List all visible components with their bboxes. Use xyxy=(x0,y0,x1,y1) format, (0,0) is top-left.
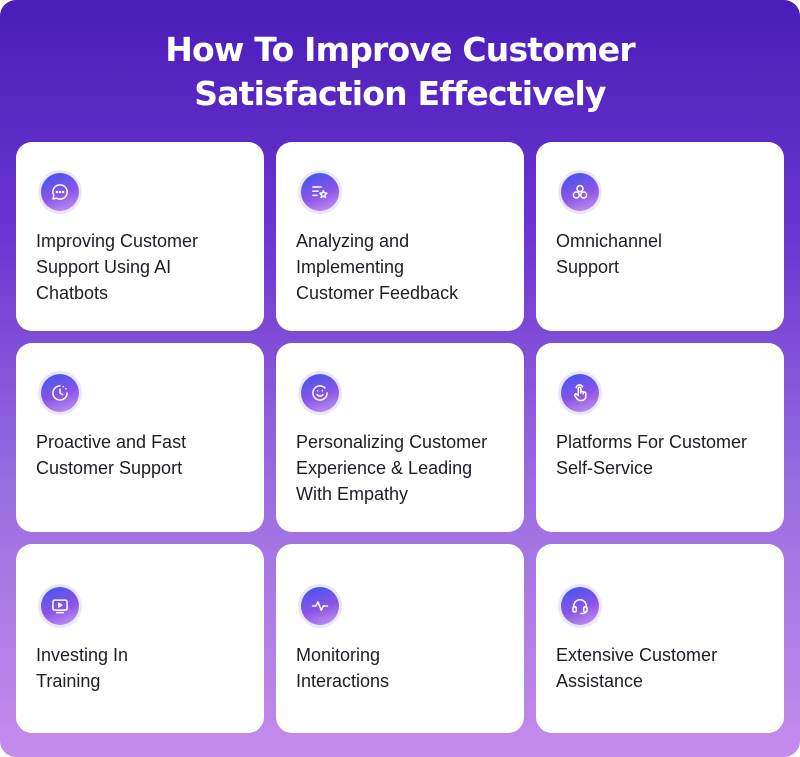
card-label: Analyzing and Implementing Customer Feed… xyxy=(296,231,459,303)
card-ai-chatbots: Improving Customer Support Using AI Chat… xyxy=(16,142,264,331)
headset-icon xyxy=(561,587,599,625)
icon-badge xyxy=(558,170,602,214)
card-label: Omnichannel Support xyxy=(556,231,663,277)
smile-face-icon xyxy=(301,374,339,412)
card-customer-feedback: Analyzing and Implementing Customer Feed… xyxy=(276,142,524,331)
card-personalizing-experience: Personalizing Customer Experience & Lead… xyxy=(276,343,524,532)
icon-badge xyxy=(298,584,342,628)
icon-badge xyxy=(558,371,602,415)
pulse-icon xyxy=(301,587,339,625)
card-investing-training: Investing In Training xyxy=(16,544,264,733)
three-circles-icon xyxy=(561,173,599,211)
page-title: How To Improve Customer Satisfaction Eff… xyxy=(165,30,635,113)
card-label: Improving Customer Support Using AI Chat… xyxy=(36,231,199,303)
cards-grid: Improving Customer Support Using AI Chat… xyxy=(16,142,784,733)
icon-badge xyxy=(38,170,82,214)
card-extensive-assistance: Extensive Customer Assistance xyxy=(536,544,784,733)
icon-badge xyxy=(298,170,342,214)
card-proactive-support: Proactive and Fast Customer Support xyxy=(16,343,264,532)
icon-badge xyxy=(38,584,82,628)
icon-badge xyxy=(558,584,602,628)
card-label: Proactive and Fast Customer Support xyxy=(36,432,187,478)
card-label: Monitoring Interactions xyxy=(296,645,390,691)
card-monitoring-interactions: Monitoring Interactions xyxy=(276,544,524,733)
card-omnichannel: Omnichannel Support xyxy=(536,142,784,331)
card-self-service: Platforms For Customer Self-Service xyxy=(536,343,784,532)
video-play-icon xyxy=(41,587,79,625)
card-label: Investing In Training xyxy=(36,645,129,691)
card-label: Personalizing Customer Experience & Lead… xyxy=(296,432,488,504)
icon-badge xyxy=(38,371,82,415)
card-label: Extensive Customer Assistance xyxy=(556,645,718,691)
chat-bubble-icon xyxy=(41,173,79,211)
icon-badge xyxy=(298,371,342,415)
hand-pointer-icon xyxy=(561,374,599,412)
clock-fast-icon xyxy=(41,374,79,412)
list-star-icon xyxy=(301,173,339,211)
card-label: Platforms For Customer Self-Service xyxy=(556,432,748,478)
